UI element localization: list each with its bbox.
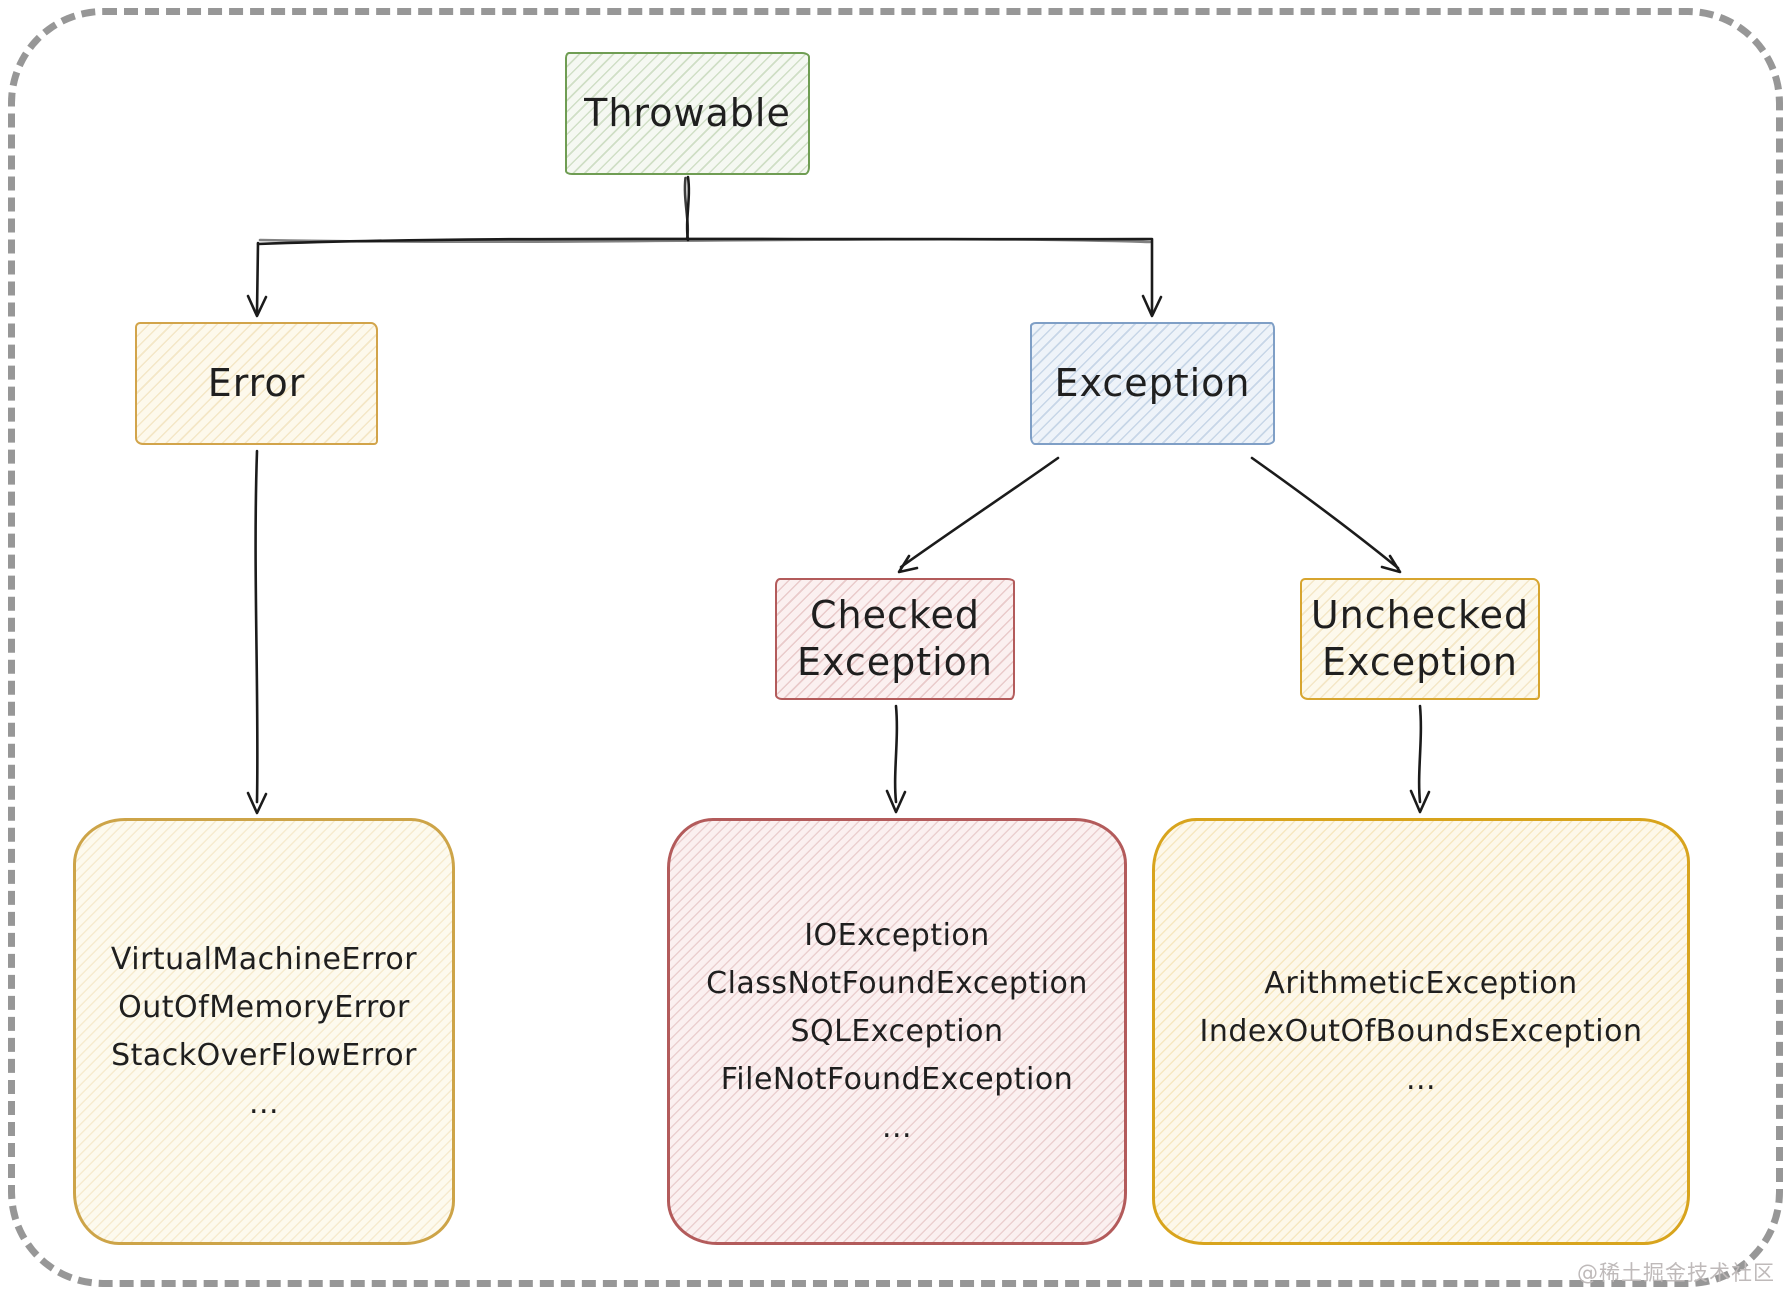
- edge-exception-to-unchecked: [1250, 456, 1400, 570]
- list-item: SQLException: [790, 1013, 1004, 1049]
- node-exception-label: Exception: [1054, 360, 1251, 405]
- arrowhead-checked-group: [885, 789, 907, 814]
- list-item: ArithmeticException: [1264, 965, 1578, 1001]
- list-item: IOException: [804, 917, 990, 953]
- list-item: IndexOutOfBoundsException: [1199, 1013, 1643, 1049]
- edge-exception-to-checked: [899, 456, 1060, 569]
- node-unchecked-exception-label-1: Unchecked: [1310, 592, 1530, 637]
- edge-error-to-group: [254, 449, 259, 804]
- arrowhead-unchecked-group: [1409, 789, 1431, 814]
- group-error-subclasses: VirtualMachineError OutOfMemoryError Sta…: [73, 818, 455, 1245]
- node-checked-exception: Checked Exception: [775, 578, 1015, 700]
- node-throwable-label: Throwable: [584, 90, 791, 135]
- arrowhead-checked: [897, 554, 919, 574]
- list-item: StackOverFlowError: [111, 1037, 417, 1073]
- juejin-watermark: @稀土掘金技术社区: [1577, 1261, 1775, 1285]
- edge-throwable-stem-sketch: [683, 176, 689, 241]
- list-item: OutOfMemoryError: [118, 989, 410, 1025]
- group-unchecked-exceptions: ArithmeticException IndexOutOfBoundsExce…: [1152, 818, 1690, 1245]
- arrowhead-exception-top: [1141, 294, 1163, 318]
- node-unchecked-exception: Unchecked Exception: [1300, 578, 1540, 700]
- list-item: ...: [1405, 1061, 1437, 1097]
- arrowhead-error-group: [246, 791, 268, 815]
- edge-unchecked-to-group: [1417, 704, 1423, 804]
- group-checked-exceptions: IOException ClassNotFoundException SQLEx…: [667, 818, 1127, 1245]
- node-throwable: Throwable: [565, 52, 810, 175]
- node-checked-exception-label-1: Checked: [809, 592, 981, 637]
- edge-split-horizontal-sketch: [258, 237, 1152, 244]
- node-checked-exception-label-2: Exception: [796, 640, 993, 684]
- node-error: Error: [135, 322, 378, 445]
- list-item: VirtualMachineError: [110, 941, 418, 977]
- list-item: ...: [881, 1109, 913, 1145]
- edge-split-to-error: [255, 241, 260, 314]
- edge-checked-to-group: [893, 704, 899, 804]
- arrowhead-unchecked: [1380, 554, 1402, 574]
- list-item: FileNotFoundException: [720, 1061, 1074, 1097]
- node-error-label: Error: [207, 360, 306, 405]
- list-item: ...: [248, 1085, 280, 1121]
- node-exception: Exception: [1030, 322, 1275, 445]
- arrowhead-error-top: [246, 294, 268, 318]
- list-item: ClassNotFoundException: [706, 965, 1088, 1001]
- node-unchecked-exception-label-2: Exception: [1321, 640, 1518, 684]
